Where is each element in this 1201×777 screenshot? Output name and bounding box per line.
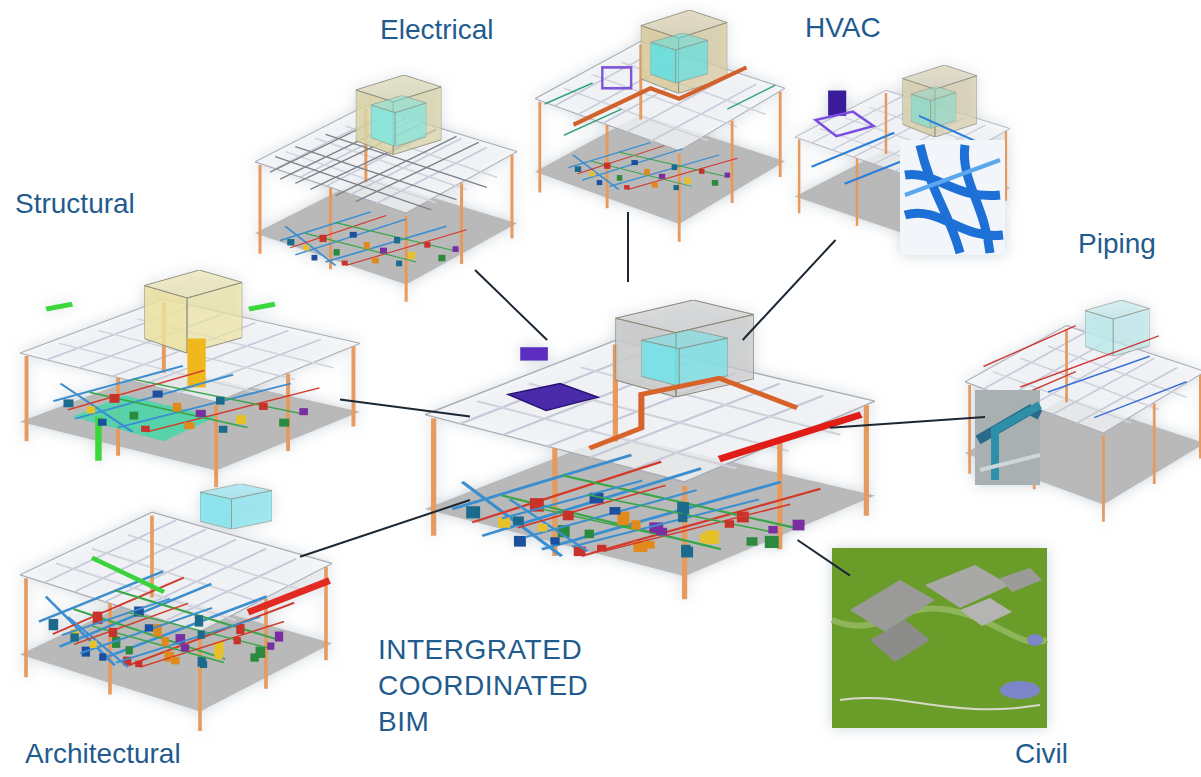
model-view: HVAC [820,90,990,240]
discipline-label: Architectural [25,738,181,770]
connector-line [475,270,547,340]
model-view: Electrical [285,100,490,270]
connector-line [798,540,851,576]
discipline-label: Civil [1015,738,1068,770]
model-view: Architectural [40,500,300,700]
connector-line [300,500,470,557]
leader-line [627,212,629,282]
discipline-label: Structural [15,188,135,220]
connector-line [743,240,836,340]
model-view: Structural [40,290,340,470]
discipline-label: Electrical [380,14,494,46]
discipline-label: Piping [1078,228,1156,260]
model-view: Piping [985,320,1190,500]
model-view: Civil [850,560,1040,720]
discipline-label: HVAC [805,12,881,44]
discipline-label: INTERGRATED COORDINATED BIM [378,632,628,740]
connector-line [830,417,985,428]
connector-line [340,400,470,417]
model-view: INTERGRATED COORDINATED BIM [470,340,830,540]
